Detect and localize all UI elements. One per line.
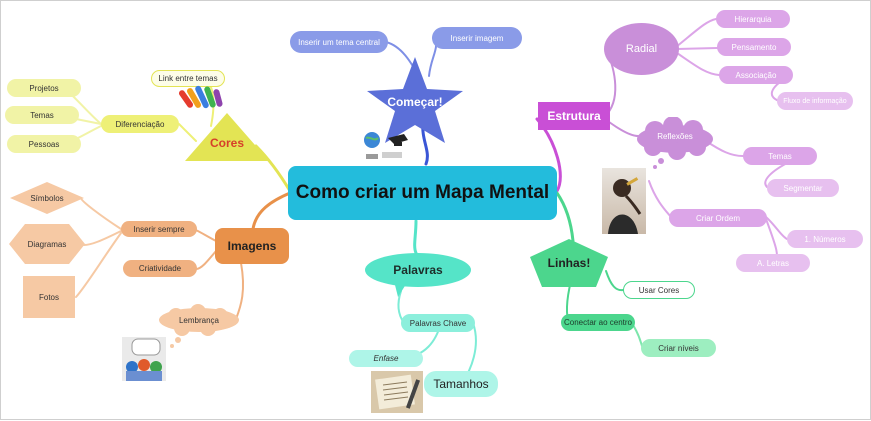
comecar-topic[interactable]: Começar! xyxy=(365,55,465,145)
palavras-topic[interactable]: Palavras xyxy=(364,251,472,303)
diamond-shape xyxy=(10,182,84,214)
tamanhos-item[interactable]: Tamanhos xyxy=(424,371,498,397)
triangle-shape xyxy=(185,113,269,161)
pessoas-item[interactable]: Pessoas xyxy=(7,135,81,153)
hierarquia-item[interactable]: Hierarquia xyxy=(716,10,790,28)
diferenciacao-item[interactable]: Diferenciação xyxy=(101,115,179,133)
diagramas-item[interactable]: Diagramas xyxy=(9,224,85,264)
associacao-item[interactable]: Associação xyxy=(719,66,793,84)
people-chat-icon xyxy=(126,338,162,381)
conectar-centro-item[interactable]: Conectar ao centro xyxy=(561,314,635,331)
hexagon-shape xyxy=(9,224,85,264)
person-icon xyxy=(608,177,642,234)
notebook-image xyxy=(371,371,423,413)
globe-cap-icon xyxy=(364,132,408,159)
painted-hands-image xyxy=(178,83,225,113)
numeros-item[interactable]: 1. Números xyxy=(787,230,863,248)
cloud-shape xyxy=(637,117,713,169)
cloud-shape xyxy=(159,304,239,348)
linhas-topic[interactable]: Linhas! xyxy=(528,237,610,289)
pensamento-item[interactable]: Pensamento xyxy=(717,38,791,56)
criar-ordem-item[interactable]: Criar Ordem xyxy=(669,209,767,227)
cores-topic[interactable]: Cores xyxy=(185,113,269,161)
star-shape xyxy=(367,57,463,143)
temas-cores-item[interactable]: Temas xyxy=(5,106,79,124)
estrutura-topic[interactable]: Estrutura xyxy=(538,102,610,130)
link-entre-temas-item[interactable]: Link entre temas xyxy=(151,70,225,87)
usar-cores-item[interactable]: Usar Cores xyxy=(623,281,695,299)
pentagon-shape xyxy=(530,239,608,287)
criar-niveis-item[interactable]: Criar níveis xyxy=(641,339,716,357)
graduation-globe-image xyxy=(358,126,410,162)
fotos-item[interactable]: Fotos xyxy=(23,276,75,318)
inserir-sempre-item[interactable]: Inserir sempre xyxy=(121,221,197,237)
simbolos-item[interactable]: Símbolos xyxy=(10,182,84,214)
central-topic[interactable]: Como criar um Mapa Mental xyxy=(288,166,557,220)
thinking-person-image xyxy=(602,168,646,234)
fluxo-informacao-item[interactable]: Fluxo de informação xyxy=(777,92,853,110)
notepad-icon xyxy=(375,374,421,410)
speech-bubble-shape xyxy=(365,253,471,297)
radial-topic[interactable]: Radial xyxy=(604,23,679,75)
inserir-tema-central[interactable]: Inserir um tema central xyxy=(290,31,388,53)
projetos-item[interactable]: Projetos xyxy=(7,79,81,97)
lembranca-cloud[interactable]: Lembrança xyxy=(156,304,242,348)
reflexoes-cloud[interactable]: Reflexões xyxy=(633,117,717,169)
people-chat-image xyxy=(122,337,166,381)
letras-item[interactable]: A. Letras xyxy=(736,254,810,272)
temas-reflexoes-item[interactable]: Temas xyxy=(743,147,817,165)
palavras-chave-item[interactable]: Palavras Chave xyxy=(401,314,475,332)
criatividade-item[interactable]: Criatividade xyxy=(123,260,197,277)
segmentar-item[interactable]: Segmentar xyxy=(767,179,839,197)
enfase-item[interactable]: Enfase xyxy=(349,350,423,367)
inserir-imagem[interactable]: Inserir imagem xyxy=(432,27,522,49)
imagens-topic[interactable]: Imagens xyxy=(215,228,289,264)
painted-fingers-icon xyxy=(178,85,223,109)
